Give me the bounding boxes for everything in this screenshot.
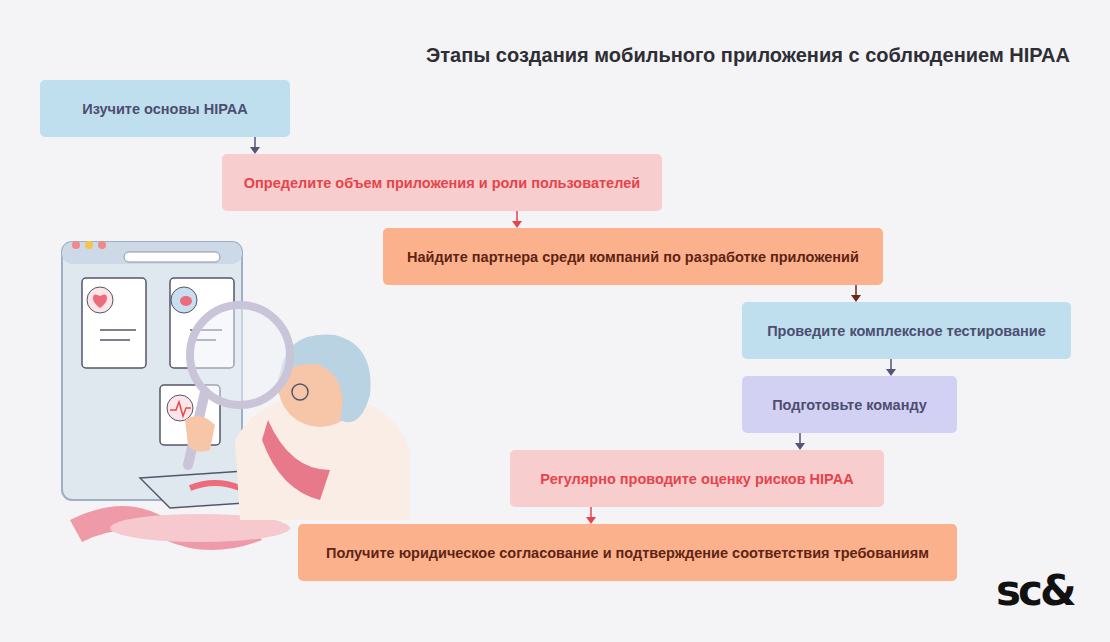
- scarf: [262, 420, 330, 500]
- window-dot: [72, 241, 80, 249]
- process-box: Получите юридическое согласование и подт…: [298, 524, 957, 581]
- brand-logo: sc&: [996, 566, 1074, 615]
- flow-arrow: [512, 211, 522, 228]
- step-label: Подготовьте команду: [772, 397, 927, 413]
- diagram-title: Этапы создания мобильного приложения с с…: [426, 44, 1070, 67]
- organ-badge: [171, 287, 197, 313]
- step-label: Найдите партнера среди компаний по разра…: [407, 249, 859, 265]
- step-label: Проведите комплексное тестирование: [767, 323, 1046, 339]
- heart-icon: [93, 294, 107, 308]
- step-label: Получите юридическое согласование и подт…: [326, 545, 929, 561]
- flow-arrow: [795, 433, 805, 450]
- step-label: Изучите основы HIPAA: [82, 101, 248, 117]
- address-bar: [124, 252, 220, 262]
- hair: [280, 335, 371, 423]
- step-label: Определите объем приложения и роли польз…: [244, 175, 640, 191]
- step-label: Регулярно проводите оценку рисков HIPAA: [540, 471, 853, 487]
- pulse-icon: [170, 402, 191, 416]
- organ-icon: [180, 296, 192, 306]
- process-box: Найдите партнера среди компаний по разра…: [383, 228, 883, 285]
- flow-arrow: [886, 359, 896, 376]
- flow-arrow: [851, 285, 861, 302]
- process-box: Подготовьте команду: [742, 376, 957, 433]
- glasses: [292, 384, 308, 400]
- window-dot: [85, 241, 93, 249]
- heart-badge: [87, 287, 113, 313]
- process-box: Определите объем приложения и роли польз…: [222, 154, 662, 211]
- process-box: Регулярно проводите оценку рисков HIPAA: [510, 450, 884, 507]
- tablet-mark: [190, 483, 240, 488]
- browser-bar: [62, 242, 242, 264]
- hand: [185, 416, 215, 452]
- flow-arrow: [250, 137, 260, 154]
- window-dot: [98, 241, 106, 249]
- pulse-badge: [167, 395, 193, 421]
- card: [82, 278, 146, 368]
- process-box: Изучите основы HIPAA: [40, 80, 290, 137]
- process-box: Проведите комплексное тестирование: [742, 302, 1071, 359]
- flow-arrow: [586, 507, 596, 524]
